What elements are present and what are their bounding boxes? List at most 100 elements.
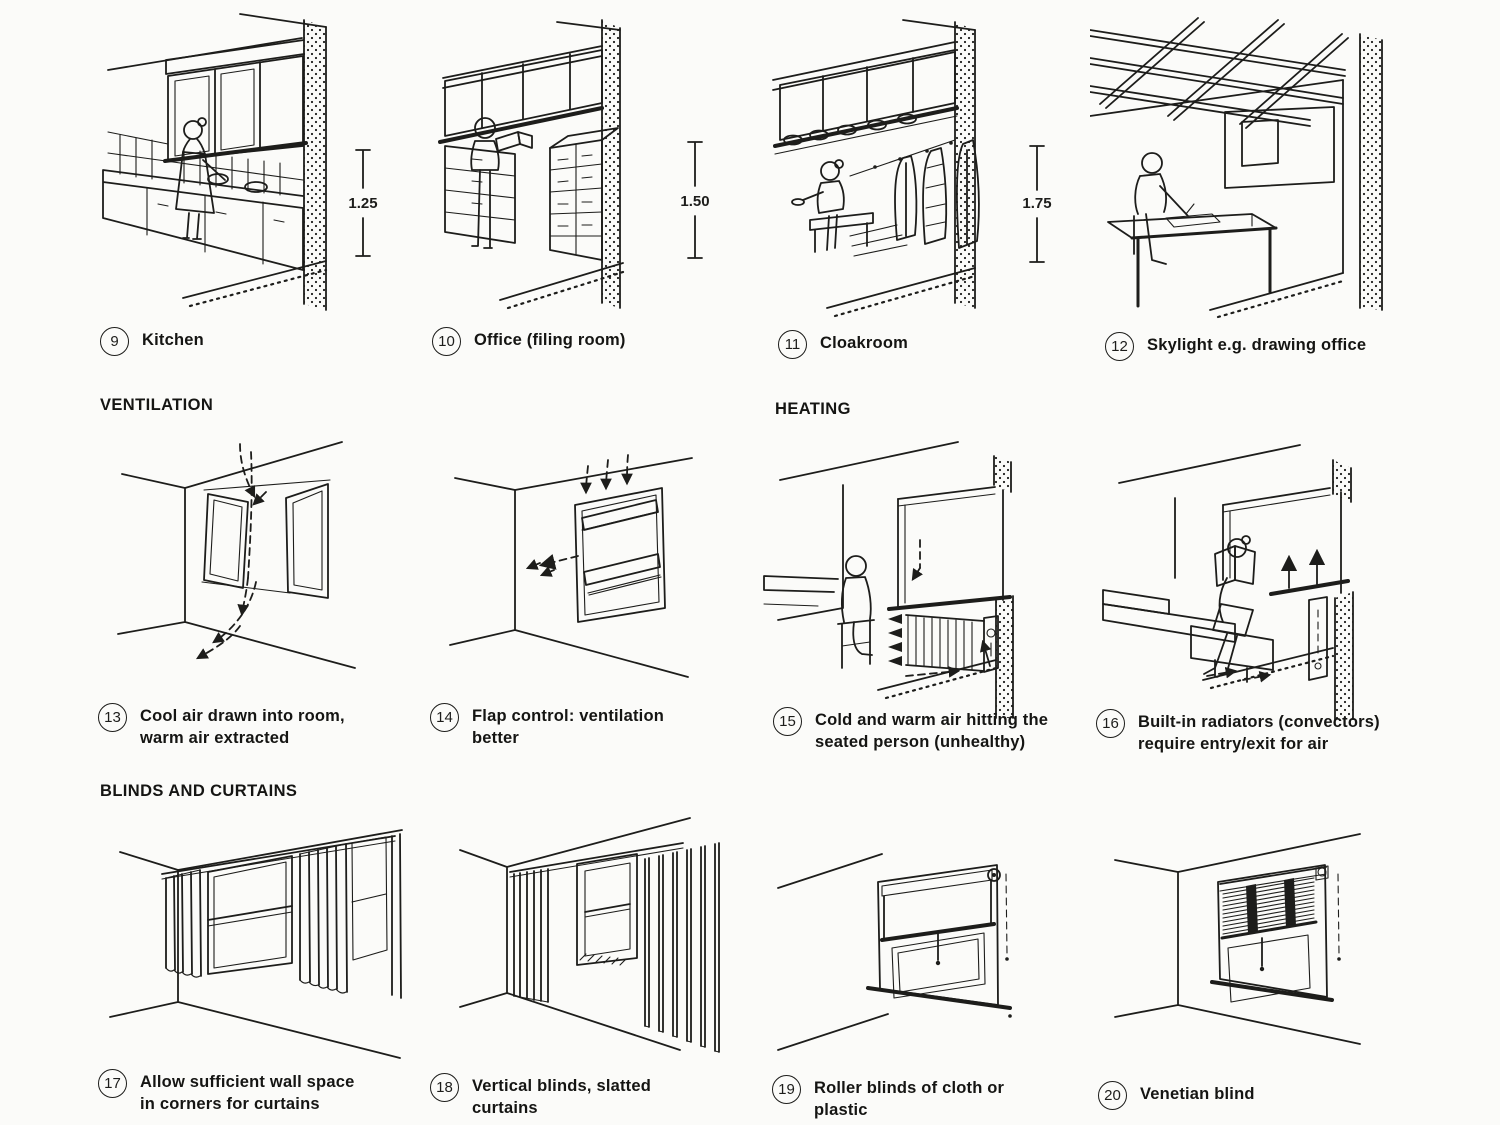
figure-10-office: 1.50 — [420, 8, 750, 320]
figure-14-flap-control — [430, 430, 750, 702]
person — [470, 117, 533, 249]
figure-number-badge: 18 — [430, 1073, 459, 1102]
figure-caption: 12 Skylight e.g. drawing office — [1105, 332, 1367, 361]
caption-line: better — [472, 728, 520, 747]
figure-number-badge: 16 — [1096, 709, 1125, 738]
room-corner — [109, 829, 403, 1059]
caption-line: require entry/exit for air — [1138, 734, 1329, 753]
dimension-label: 1.25 — [348, 195, 377, 212]
caption-line: Cold and warm air hitting the — [815, 711, 1049, 729]
figure-caption: 9 Kitchen — [100, 327, 204, 356]
figure-number-badge: 17 — [98, 1069, 127, 1098]
figure-number: 18 — [436, 1079, 453, 1096]
room-corner — [449, 457, 693, 678]
figure-number: 20 — [1104, 1087, 1121, 1104]
office-illustration: 1.50 — [438, 19, 710, 310]
seated-person — [1203, 535, 1256, 678]
figure-number: 17 — [104, 1075, 121, 1092]
window — [1210, 864, 1334, 1003]
window — [866, 864, 1012, 1010]
dimension-annotation: 1.25 — [348, 149, 378, 257]
caption-line: plastic — [814, 1100, 868, 1119]
airflow-arrows — [195, 443, 267, 660]
room-structure — [1209, 33, 1383, 319]
left-curtain — [165, 869, 202, 978]
airflow-arrows — [905, 539, 992, 678]
window — [207, 855, 293, 975]
airflow-arrows — [1206, 666, 1272, 683]
right-curtain — [299, 833, 402, 999]
dimension-label: 1.50 — [680, 193, 709, 210]
venetian-blind-illustration — [1114, 833, 1361, 1045]
window-band — [773, 49, 959, 155]
tiled-backsplash — [107, 131, 304, 196]
caption-line: Cloakroom — [820, 334, 908, 352]
figure-caption: 10 Office (filing room) — [432, 327, 626, 356]
left-slats — [513, 868, 549, 1003]
radiator-illustration — [763, 441, 1014, 719]
casement-window — [201, 479, 331, 599]
caption-line: Cool air drawn into room, — [140, 707, 345, 725]
skylight-illustration — [1090, 17, 1383, 319]
figure-number: 19 — [778, 1081, 795, 1098]
kitchen-illustration: 1.25 — [102, 13, 378, 311]
person — [1133, 152, 1189, 265]
figure-number-badge: 13 — [98, 703, 127, 732]
room-corner — [1114, 833, 1361, 1045]
curtains-illustration — [109, 829, 403, 1059]
room-corner — [777, 853, 889, 1051]
caption-line: Built-in radiators (convectors) — [1138, 713, 1380, 731]
picture-frame — [1224, 106, 1335, 189]
room-corner — [459, 817, 691, 1051]
counter-cabinets — [102, 169, 304, 271]
figure-caption: 16 Built-in radiators (convectors) requir… — [1096, 709, 1380, 756]
figure-number-badge: 14 — [430, 703, 459, 732]
caption-line: Venetian blind — [1140, 1085, 1255, 1103]
caption-line: Skylight e.g. drawing office — [1147, 336, 1367, 354]
figure-number: 15 — [779, 713, 796, 730]
dimension-annotation: 1.75 — [1022, 145, 1052, 263]
hat-shelf — [783, 113, 917, 146]
seated-person — [791, 159, 908, 257]
room-structure — [772, 19, 976, 309]
section-heading-blinds: BLINDS AND CURTAINS — [100, 782, 298, 800]
dimension-label: 1.75 — [1022, 195, 1051, 212]
seated-person — [763, 555, 875, 669]
flap-window — [574, 487, 666, 623]
vertical-blinds-illustration — [459, 817, 720, 1053]
figure-20-venetian-blind — [1110, 812, 1440, 1084]
caption-line: warm air extracted — [140, 728, 290, 747]
radiator-unit — [1280, 548, 1328, 681]
section-heading-ventilation: VENTILATION — [100, 396, 214, 414]
bench — [1102, 589, 1274, 683]
roller-blind-illustration — [777, 853, 1012, 1051]
pull-cord — [1005, 873, 1012, 1018]
figure-12-skylight — [1090, 8, 1450, 320]
figure-number-badge: 12 — [1105, 332, 1134, 361]
figure-number-badge: 9 — [100, 327, 129, 356]
figure-number-badge: 19 — [772, 1075, 801, 1104]
floor-cut — [499, 262, 625, 310]
room-structure — [1118, 444, 1354, 720]
figure-caption: 13 Cool air drawn into room, warm air ext… — [98, 703, 345, 750]
figure-16-builtin-radiator — [1095, 428, 1435, 720]
figure-caption: 20 Venetian blind — [1098, 1081, 1255, 1110]
pull-cord — [1337, 873, 1341, 961]
coat-rail — [849, 139, 980, 249]
figure-number: 16 — [1102, 715, 1119, 732]
person — [175, 117, 226, 240]
venetian-blind — [1219, 865, 1329, 972]
figure-17-curtains — [90, 810, 420, 1072]
figure-19-roller-blind — [770, 812, 1120, 1084]
curtain-track — [161, 835, 396, 880]
figure-15-radiator-cold-air — [758, 428, 1093, 720]
caption-line: curtains — [472, 1098, 538, 1117]
figure-number: 11 — [784, 336, 801, 353]
figure-9-kitchen: 1.25 — [90, 8, 420, 320]
figure-number: 14 — [436, 709, 453, 726]
dimension-annotation: 1.50 — [680, 141, 710, 259]
figure-13-cross-ventilation — [90, 430, 420, 702]
figure-number: 9 — [110, 333, 119, 350]
